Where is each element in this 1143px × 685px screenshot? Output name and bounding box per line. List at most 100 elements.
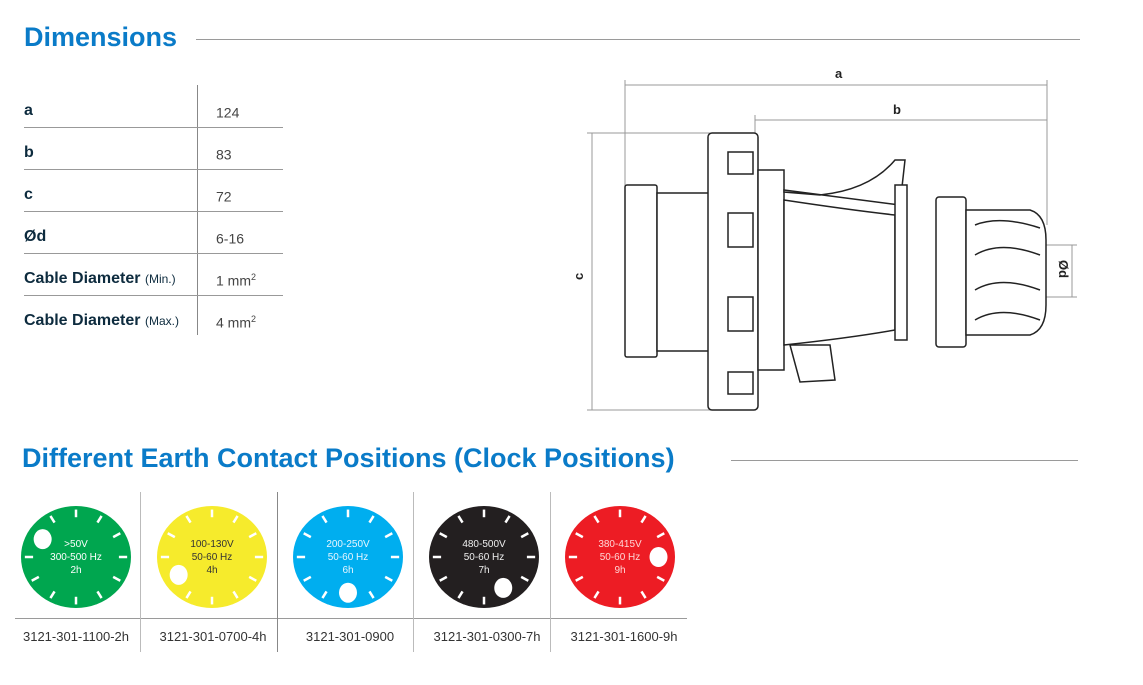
dial-tick (96, 515, 103, 524)
dial-tick (167, 532, 176, 539)
dial-tick (232, 590, 239, 599)
earth-contact-dot (33, 529, 52, 550)
dial-tick (185, 590, 192, 599)
dial-tick (368, 515, 375, 524)
earth-title: Different Earth Contact Positions (Clock… (22, 443, 675, 473)
dial-voltage: 380-415V (598, 539, 642, 550)
dial-tick (232, 515, 239, 524)
dial-tick (49, 515, 56, 524)
earth-title-rule (731, 460, 1078, 461)
earth-contact-dot (339, 582, 357, 603)
clock-dial: 380-415V 50-60 Hz 9h (565, 506, 675, 608)
dim-label-text: c (24, 186, 33, 203)
earth-contact-dot (494, 577, 513, 598)
dial-tick (457, 515, 464, 524)
dim-label-text: b (24, 144, 34, 161)
dial-tick (640, 515, 647, 524)
dial-tick (439, 532, 448, 539)
dim-row-label: Cable Diameter (Min.) (24, 270, 176, 288)
row-divider (24, 169, 283, 170)
dim-label-text: Cable Diameter (24, 312, 141, 329)
clock-divider (550, 492, 551, 652)
dial-tick (575, 575, 584, 582)
dim-label-text: Ød (24, 228, 47, 245)
dial-voltage: 200-250V (326, 539, 370, 550)
dial-tick (112, 575, 121, 582)
clock-row-rule (15, 618, 687, 619)
dim-label-text: a (24, 102, 33, 119)
earth-contact-dot (649, 547, 668, 567)
dial-face (21, 506, 131, 608)
dim-label-note: (Max.) (144, 314, 179, 328)
dial-hour-label: 6h (342, 565, 353, 576)
dim-value-unit: 2 (251, 272, 257, 282)
row-divider (24, 253, 283, 254)
dim-row-label: a (24, 102, 33, 120)
clock-divider (277, 492, 278, 652)
dial-tick (321, 515, 328, 524)
dim-c-label: c (571, 273, 586, 280)
dial-tick (384, 532, 393, 539)
dial-face (565, 506, 675, 608)
dim-value-unit: 2 (251, 314, 257, 324)
row-divider (24, 127, 283, 128)
dial-tick (185, 515, 192, 524)
clock-divider (140, 492, 141, 652)
dim-row-value: 6-16 (216, 230, 244, 247)
part-code: 3121-301-0300-7h (433, 629, 541, 644)
dim-value-text: 6-16 (216, 230, 245, 247)
dial-hour-label: 4h (206, 565, 217, 576)
dial-tick (248, 532, 257, 539)
dial-tick (656, 575, 665, 582)
clock-dial: 200-250V 50-60 Hz 6h (293, 506, 403, 608)
dial-face (157, 506, 267, 608)
dial-tick (303, 532, 312, 539)
dim-label-text: Cable Diameter (24, 270, 141, 287)
dial-tick (575, 532, 584, 539)
dial-tick (504, 515, 511, 524)
dim-d-label: Ød (1056, 260, 1071, 278)
dial-tick (321, 590, 328, 599)
dim-value-text: 4 mm (216, 314, 251, 331)
dim-row-label: c (24, 186, 33, 204)
row-divider (24, 295, 283, 296)
dial-hour-label: 9h (614, 565, 625, 576)
dial-tick (520, 575, 529, 582)
part-code: 3121-301-1100-2h (22, 629, 129, 644)
dim-row-value: 124 (216, 104, 239, 121)
dial-tick (303, 575, 312, 582)
dial-freq: 50-60 Hz (464, 552, 505, 563)
dial-tick (656, 532, 665, 539)
dim-value-text: 72 (216, 188, 232, 205)
dial-freq: 50-60 Hz (328, 552, 369, 563)
earth-contact-dot (169, 564, 188, 585)
clock-divider (413, 492, 414, 652)
dim-row-label: Ød (24, 228, 46, 246)
dimensions-title: Dimensions (24, 22, 178, 52)
dial-voltage: >50V (64, 539, 88, 550)
row-divider (24, 211, 283, 212)
dim-row-value: 83 (216, 146, 232, 163)
dial-freq: 50-60 Hz (600, 552, 641, 563)
dial-voltage: 100-130V (190, 539, 234, 550)
dial-tick (457, 590, 464, 599)
dim-row-value: 72 (216, 188, 232, 205)
dial-tick (96, 590, 103, 599)
dial-tick (49, 590, 56, 599)
dial-tick (640, 590, 647, 599)
dial-tick (368, 590, 375, 599)
dim-row-value: 4 mm2 (216, 314, 256, 331)
dim-row-value: 1 mm2 (216, 272, 256, 289)
dial-tick (520, 532, 529, 539)
dim-value-text: 1 mm (216, 272, 251, 289)
dial-tick (384, 575, 393, 582)
dial-tick (439, 575, 448, 582)
dim-row-label: b (24, 144, 34, 162)
dim-b-label: b (893, 102, 901, 117)
